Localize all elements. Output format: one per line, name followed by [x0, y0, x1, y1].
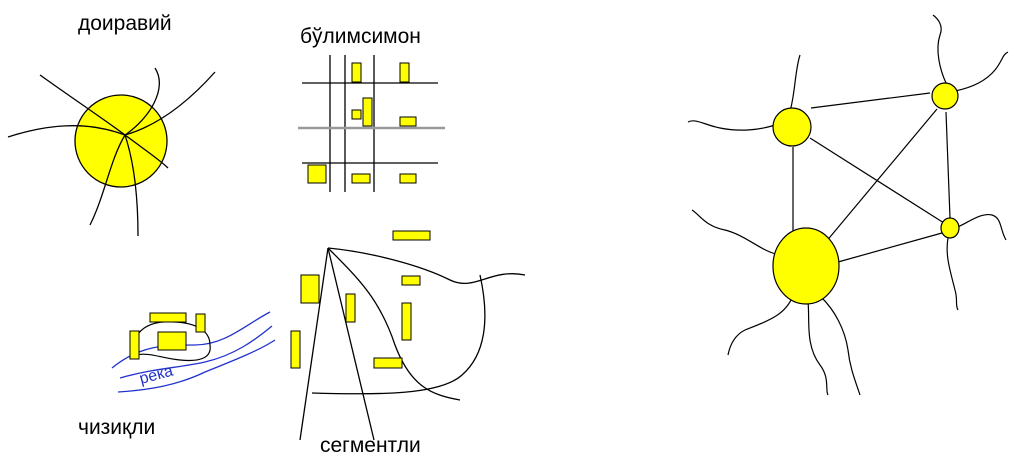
segmented-pattern: сегментли — [290, 230, 526, 456]
segmented-buildings — [290, 230, 431, 369]
grid-streets — [302, 55, 438, 192]
network-node-top-right — [931, 82, 959, 110]
network-node-large — [772, 227, 840, 305]
grid-buildings — [307, 62, 417, 184]
network-links — [792, 92, 951, 263]
grid-pattern: бўлимсимон — [298, 25, 445, 192]
network-nodes — [772, 82, 960, 305]
network-pattern — [687, 14, 1009, 396]
radial-roads — [7, 67, 216, 237]
segmented-label: сегментли — [320, 434, 421, 456]
network-outer-roads — [687, 14, 1009, 396]
linear-pattern: река чизиқли — [78, 311, 276, 439]
grid-label: бўлимсимон — [300, 25, 421, 48]
radial-label: доиравий — [78, 12, 172, 35]
network-node-right — [940, 217, 960, 239]
linear-road — [133, 321, 211, 362]
radial-pattern: доиравий — [7, 12, 216, 237]
network-node-top-left — [772, 107, 812, 147]
segmented-roads — [299, 247, 526, 441]
linear-buildings — [129, 312, 206, 360]
linear-label: чизиқли — [78, 416, 155, 439]
